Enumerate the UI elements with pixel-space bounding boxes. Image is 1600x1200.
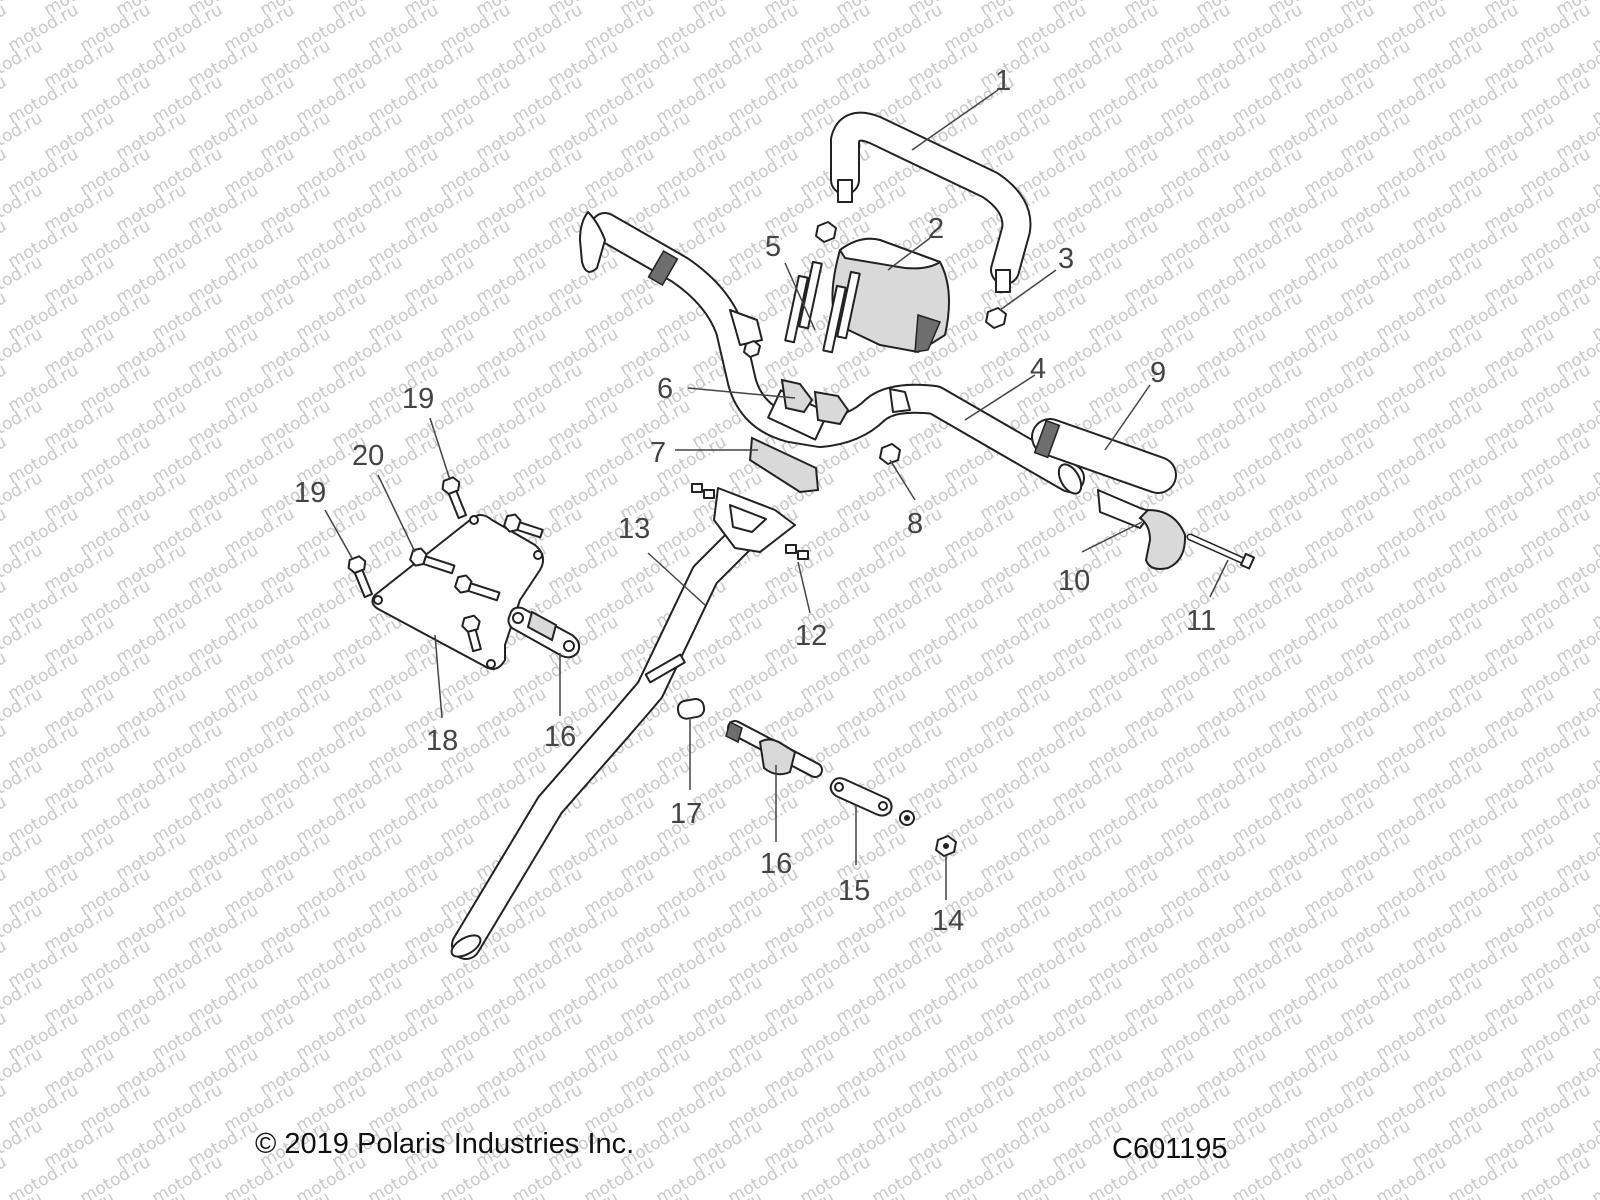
callout-16-upper: 16 [544, 721, 576, 753]
callout-1: 1 [995, 65, 1011, 97]
leader-lines [324, 89, 1229, 900]
part-19-20-bolts [347, 476, 544, 653]
callout-8: 8 [907, 508, 923, 540]
callout-11: 11 [1186, 605, 1216, 637]
part-10-end-control [1097, 489, 1187, 570]
part-14-nut [935, 835, 957, 857]
callout-12: 12 [795, 620, 827, 652]
callout-19-right: 19 [402, 383, 434, 415]
part-13-steering-tube [450, 487, 796, 960]
callout-13: 13 [618, 513, 650, 545]
part-15-link-plate [829, 777, 915, 826]
callout-9: 9 [1150, 357, 1166, 389]
part-11-pin [1186, 533, 1256, 570]
callout-4: 4 [1030, 353, 1046, 385]
watermark-text: motod.ru [1589, 1152, 1600, 1200]
callout-17: 17 [670, 798, 702, 830]
callout-18: 18 [426, 725, 458, 757]
callout-6: 6 [657, 373, 673, 405]
drawing-code: C601195 [1112, 1133, 1228, 1165]
part-9-grip [1031, 418, 1177, 494]
part-16-upper-clamp [507, 606, 581, 659]
callout-15: 15 [838, 875, 870, 907]
callout-16-lower: 16 [760, 848, 792, 880]
part-3-nuts [815, 221, 1007, 329]
copyright-notice: © 2019 Polaris Industries Inc. [255, 1128, 635, 1160]
callout-labels: 1 2 3 4 5 6 7 8 9 10 11 12 13 14 15 16 1… [294, 65, 1216, 937]
part-12-studs [691, 483, 809, 560]
callout-20: 20 [352, 440, 384, 472]
part-8-nut [743, 340, 901, 465]
part-17-spacer [676, 697, 706, 720]
part-6-upper-clamp [780, 378, 850, 426]
part-7-lower-clamp [748, 436, 820, 494]
callout-5: 5 [765, 231, 781, 263]
part-5-bolts [784, 260, 861, 354]
part-18-bracket-plate [371, 514, 545, 670]
callout-7: 7 [650, 437, 666, 469]
part-16-lower-clamp [725, 720, 823, 778]
callout-10: 10 [1058, 565, 1090, 597]
callout-14: 14 [932, 905, 964, 937]
callout-2: 2 [928, 213, 944, 245]
part-1-hoop [830, 111, 1032, 293]
part-2-pad [831, 237, 950, 354]
callout-3: 3 [1058, 243, 1074, 275]
callout-19-left: 19 [294, 477, 326, 509]
part-4-handlebar [579, 211, 1085, 495]
